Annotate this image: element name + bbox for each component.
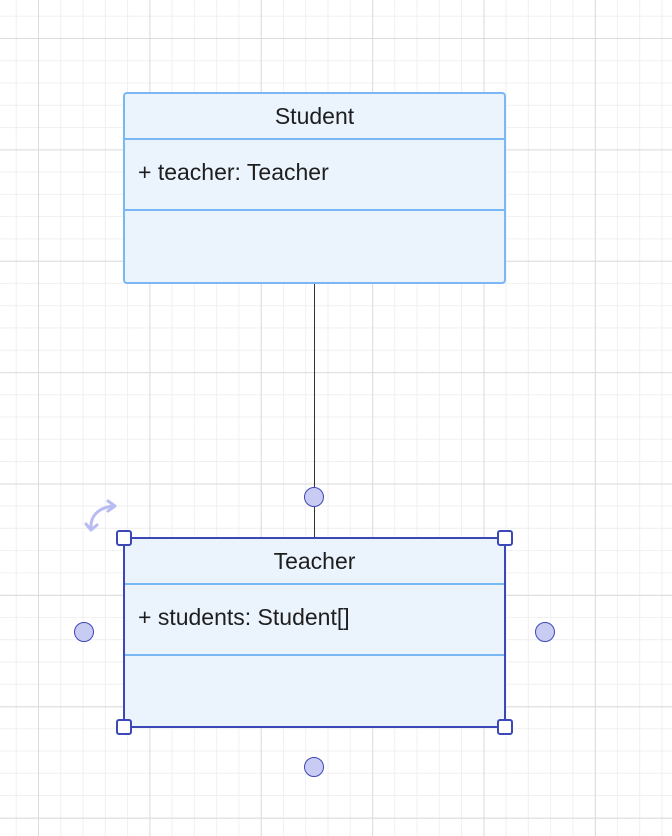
class-methods [125, 656, 504, 726]
class-attributes: + students: Student[] [125, 585, 504, 656]
class-student[interactable]: Student + teacher: Teacher [123, 92, 506, 284]
connection-point-right[interactable] [535, 622, 555, 642]
rotate-arrow-icon[interactable] [82, 496, 122, 536]
connection-point-bottom[interactable] [304, 757, 324, 777]
attribute: + students: Student[] [138, 604, 350, 630]
class-name: Teacher [125, 539, 504, 585]
attribute: + teacher: Teacher [138, 159, 329, 185]
resize-handle-bottom-right[interactable] [497, 719, 513, 735]
resize-handle-top-left[interactable] [116, 530, 132, 546]
connection-point-top[interactable] [304, 487, 324, 507]
class-name: Student [125, 94, 504, 140]
resize-handle-bottom-left[interactable] [116, 719, 132, 735]
connection-point-left[interactable] [74, 622, 94, 642]
resize-handle-top-right[interactable] [497, 530, 513, 546]
class-teacher[interactable]: Teacher + students: Student[] [123, 537, 506, 728]
class-methods [125, 211, 504, 282]
class-attributes: + teacher: Teacher [125, 140, 504, 211]
